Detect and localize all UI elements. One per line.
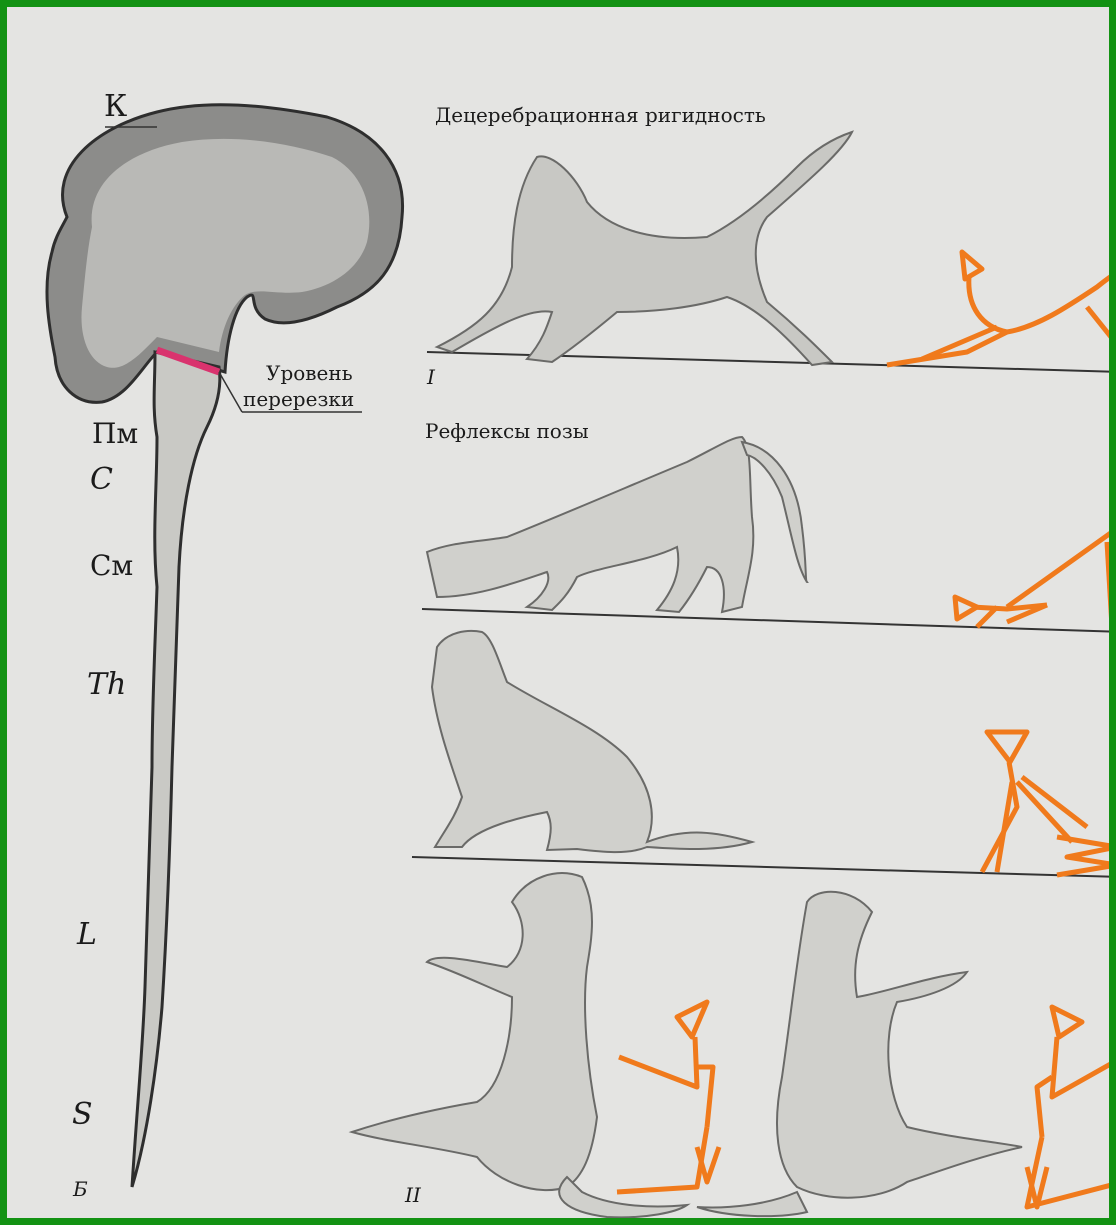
rigidity-title: Децеребрационная ригидность <box>435 103 766 127</box>
ground-line-3 <box>412 857 1116 877</box>
label-cervical: C <box>90 462 113 497</box>
posture-title: Рефлексы позы <box>425 419 589 443</box>
label-sacral: S <box>72 1097 93 1132</box>
label-cerebellum: См <box>90 549 133 582</box>
stick-figure-fall-right <box>1027 1007 1116 1207</box>
posture-numeral: II <box>405 1183 421 1207</box>
cat-rigidity-drawing <box>437 132 852 365</box>
cat-fall-right-drawing <box>697 892 1022 1216</box>
label-panel-b: Б <box>73 1177 88 1201</box>
cat-posture-up-drawing <box>432 631 752 852</box>
cut-label-line1: Уровень <box>266 361 353 385</box>
label-thoracic: Th <box>87 667 126 702</box>
stick-figure-posture-down <box>955 517 1116 627</box>
label-cortex: К <box>104 89 127 124</box>
label-lumbar: L <box>77 917 97 952</box>
rigidity-numeral: I <box>427 365 435 389</box>
stick-figure-rigidity <box>887 252 1116 365</box>
spinal-cord <box>132 352 220 1187</box>
cut-label-line2: перерезки <box>243 387 354 411</box>
diagram-canvas <box>7 7 1116 1225</box>
stick-figure-fall-left <box>617 1002 719 1192</box>
label-medulla: Пм <box>92 417 138 450</box>
cut-leader <box>219 372 242 412</box>
stick-figure-posture-up <box>982 732 1116 875</box>
cat-fall-left-drawing <box>352 873 687 1217</box>
cat-posture-down-drawing <box>427 437 807 612</box>
